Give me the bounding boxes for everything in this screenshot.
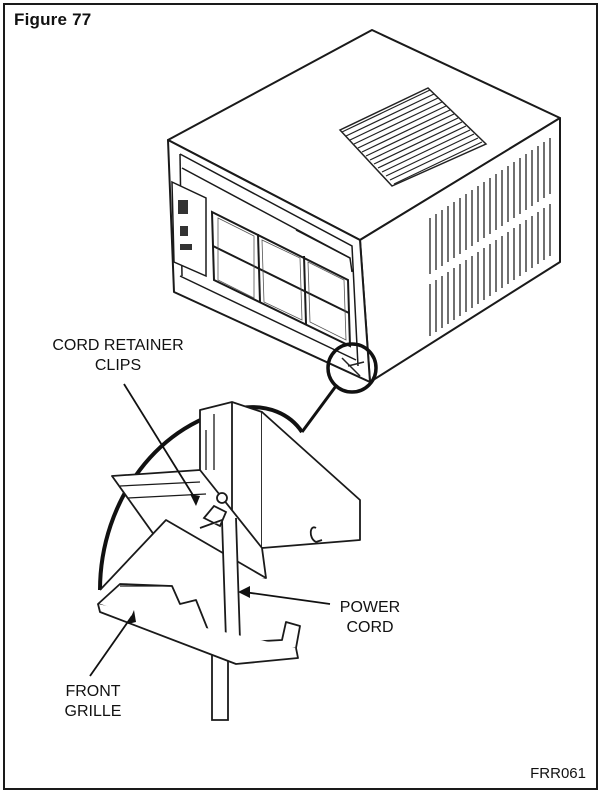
power-line2: CORD bbox=[346, 619, 394, 636]
control-panel bbox=[171, 180, 207, 278]
front-line1: FRONT bbox=[65, 683, 121, 700]
figure-code: FRR061 bbox=[530, 765, 586, 782]
side-vent-lower bbox=[429, 204, 551, 336]
power-cord-label: POWER CORD bbox=[330, 598, 410, 638]
cord-retainer-line2: CLIPS bbox=[94, 357, 142, 374]
detail-callout-small bbox=[326, 342, 378, 394]
leader-lines bbox=[89, 383, 331, 677]
cord-retainer-clips-label: CORD RETAINER CLIPS bbox=[28, 336, 208, 376]
cord-retainer-line1: CORD RETAINER bbox=[52, 337, 184, 354]
top-vent bbox=[341, 89, 483, 185]
control-knob bbox=[178, 200, 188, 214]
front-line2: GRILLE bbox=[64, 703, 122, 720]
side-vent-upper bbox=[429, 138, 551, 274]
front-grille-label: FRONT GRILLE bbox=[48, 682, 138, 722]
power-line1: POWER bbox=[339, 599, 401, 616]
figure-title: Figure 77 bbox=[14, 10, 92, 29]
